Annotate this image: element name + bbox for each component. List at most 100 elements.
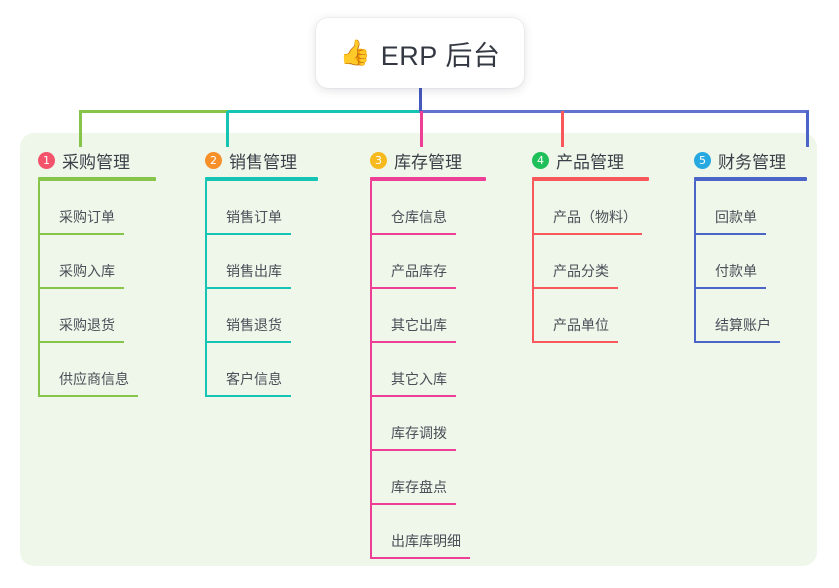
branch-child-underline <box>694 287 766 289</box>
branch-child-underline <box>370 395 456 397</box>
branch-child-label: 采购入库 <box>59 263 115 279</box>
branch-child-item[interactable]: 其它出库 <box>370 289 486 343</box>
branch-child-item[interactable]: 采购退货 <box>38 289 156 343</box>
branch-title: 采购管理 <box>62 152 130 172</box>
branch-child-label: 回款单 <box>715 209 757 225</box>
branch-column-5: 5 财务管理回款单付款单结算账户 <box>694 148 807 343</box>
branch-child-item[interactable]: 产品库存 <box>370 235 486 289</box>
branch-child-label: 库存盘点 <box>391 479 447 495</box>
branch-header-underline <box>38 177 156 181</box>
branch-child-item[interactable]: 供应商信息 <box>38 343 156 397</box>
branch-child-item[interactable]: 销售订单 <box>205 181 318 235</box>
branch-title: 销售管理 <box>229 152 297 172</box>
branch-child-underline <box>370 287 456 289</box>
branch-child-item[interactable]: 销售出库 <box>205 235 318 289</box>
branch-child-label: 仓库信息 <box>391 209 447 225</box>
branch-header-5[interactable]: 5 财务管理 <box>694 148 807 172</box>
branch-child-underline <box>38 287 124 289</box>
branch-child-underline <box>38 233 124 235</box>
branch-child-label: 客户信息 <box>226 371 282 387</box>
branch-child-item[interactable]: 出库库明细 <box>370 505 486 559</box>
branch-child-label: 产品（物料） <box>553 209 637 225</box>
branch-child-item[interactable]: 库存盘点 <box>370 451 486 505</box>
branch-title: 财务管理 <box>718 152 786 172</box>
branch-drop-connector-4 <box>561 111 564 147</box>
branch-child-label: 结算账户 <box>715 317 771 333</box>
branch-child-label: 销售退货 <box>226 317 282 333</box>
branch-header-1[interactable]: 1 采购管理 <box>38 148 156 172</box>
branch-number-badge: 4 <box>532 151 549 169</box>
branch-child-label: 库存调拨 <box>391 425 447 441</box>
branch-child-item[interactable]: 产品（物料） <box>532 181 649 235</box>
branch-header-underline <box>694 177 807 181</box>
branch-number-badge: 1 <box>38 151 55 169</box>
branch-child-label: 产品分类 <box>553 263 609 279</box>
branch-child-label: 付款单 <box>715 263 757 279</box>
branch-child-label: 采购退货 <box>59 317 115 333</box>
branch-child-underline <box>205 341 291 343</box>
bus-segment-mid <box>228 110 420 113</box>
branch-header-underline <box>532 177 649 181</box>
branch-child-label: 销售订单 <box>226 209 282 225</box>
branch-child-item[interactable]: 回款单 <box>694 181 807 235</box>
branch-child-underline <box>205 287 291 289</box>
bus-segment-left <box>79 110 228 113</box>
root-title: ERP 后台 <box>380 40 501 71</box>
branch-spine <box>370 181 372 559</box>
branch-drop-connector-2 <box>226 111 229 147</box>
branch-number-badge: 5 <box>694 151 711 169</box>
bus-segment-right <box>419 110 809 113</box>
branch-title: 库存管理 <box>394 152 462 172</box>
branch-children: 仓库信息产品库存其它出库其它入库库存调拨库存盘点出库库明细 <box>370 181 486 559</box>
branch-child-underline <box>205 395 291 397</box>
branches-panel <box>20 133 817 566</box>
branch-child-item[interactable]: 仓库信息 <box>370 181 486 235</box>
branch-child-item[interactable]: 产品分类 <box>532 235 649 289</box>
branch-drop-connector-3 <box>420 111 423 147</box>
branch-child-underline <box>532 341 618 343</box>
branch-child-item[interactable]: 销售退货 <box>205 289 318 343</box>
branch-header-underline <box>370 177 486 181</box>
branch-child-underline <box>694 233 766 235</box>
branch-child-underline <box>370 557 470 559</box>
branch-child-item[interactable]: 库存调拨 <box>370 397 486 451</box>
branch-drop-connector-1 <box>79 111 82 147</box>
branch-child-label: 其它出库 <box>391 317 447 333</box>
branch-child-item[interactable]: 其它入库 <box>370 343 486 397</box>
branch-child-underline <box>370 503 456 505</box>
branch-child-item[interactable]: 客户信息 <box>205 343 318 397</box>
branch-child-label: 其它入库 <box>391 371 447 387</box>
branch-child-item[interactable]: 采购入库 <box>38 235 156 289</box>
branch-child-underline <box>370 233 456 235</box>
branch-child-underline <box>38 341 124 343</box>
branch-column-1: 1 采购管理采购订单采购入库采购退货供应商信息 <box>38 148 156 397</box>
branch-child-label: 产品单位 <box>553 317 609 333</box>
branch-spine <box>205 181 207 397</box>
root-stem-connector <box>419 86 422 111</box>
branch-spine <box>38 181 40 397</box>
branch-children: 产品（物料） 产品分类产品单位 <box>532 181 649 343</box>
branch-child-item[interactable]: 采购订单 <box>38 181 156 235</box>
branch-child-label: 采购订单 <box>59 209 115 225</box>
branch-child-underline <box>370 341 456 343</box>
branch-child-label: 出库库明细 <box>391 533 461 549</box>
branch-child-underline <box>370 449 456 451</box>
branch-children: 采购订单采购入库采购退货供应商信息 <box>38 181 156 397</box>
root-node-content: 👍 ERP 后台 <box>340 34 501 73</box>
branch-child-item[interactable]: 结算账户 <box>694 289 807 343</box>
branch-header-underline <box>205 177 318 181</box>
branch-child-item[interactable]: 产品单位 <box>532 289 649 343</box>
branch-child-underline <box>532 233 642 235</box>
branch-child-label: 产品库存 <box>391 263 447 279</box>
thumbs-up-icon: 👍 <box>339 38 371 67</box>
branch-child-item[interactable]: 付款单 <box>694 235 807 289</box>
branch-spine <box>694 181 696 343</box>
root-node[interactable]: 👍 ERP 后台 <box>316 18 524 88</box>
branch-child-label: 供应商信息 <box>59 371 129 387</box>
